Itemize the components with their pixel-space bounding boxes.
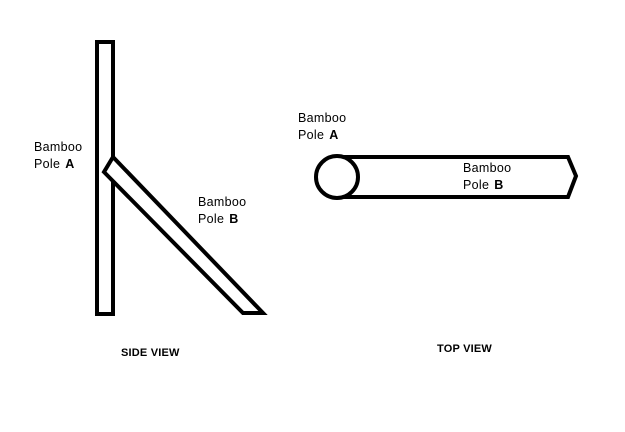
side-view-pole-a-label: Bamboo Pole A bbox=[34, 139, 82, 173]
label-line1: Bamboo bbox=[34, 140, 83, 154]
label-line2-letter: B bbox=[229, 212, 239, 226]
side-view-caption: SIDE VIEW bbox=[121, 347, 180, 359]
label-line2-letter: A bbox=[65, 157, 75, 171]
side-view-pole-b-label: Bamboo Pole B bbox=[198, 194, 246, 228]
label-line2: Pole B bbox=[198, 211, 246, 228]
top-view-pole-a-label: Bamboo Pole A bbox=[298, 110, 346, 144]
label-line2-letter: A bbox=[329, 128, 339, 142]
label-line1: Bamboo bbox=[463, 161, 512, 175]
side-view-pole-b bbox=[101, 153, 268, 315]
label-line2-letter: B bbox=[494, 178, 504, 192]
label-line2-prefix: Pole bbox=[198, 212, 225, 226]
label-line1: Bamboo bbox=[198, 195, 247, 209]
label-line2-prefix: Pole bbox=[34, 157, 61, 171]
top-view-caption: TOP VIEW bbox=[437, 343, 492, 355]
label-line2: Pole B bbox=[463, 177, 511, 194]
label-line2-prefix: Pole bbox=[463, 178, 490, 192]
top-view-pole-a bbox=[314, 154, 360, 200]
top-view-pole-b-label: Bamboo Pole B bbox=[463, 160, 511, 194]
label-line2-prefix: Pole bbox=[298, 128, 325, 142]
label-line2: Pole A bbox=[298, 127, 346, 144]
label-line2: Pole A bbox=[34, 156, 82, 173]
label-line1: Bamboo bbox=[298, 111, 347, 125]
top-view-pole-b bbox=[338, 155, 579, 199]
